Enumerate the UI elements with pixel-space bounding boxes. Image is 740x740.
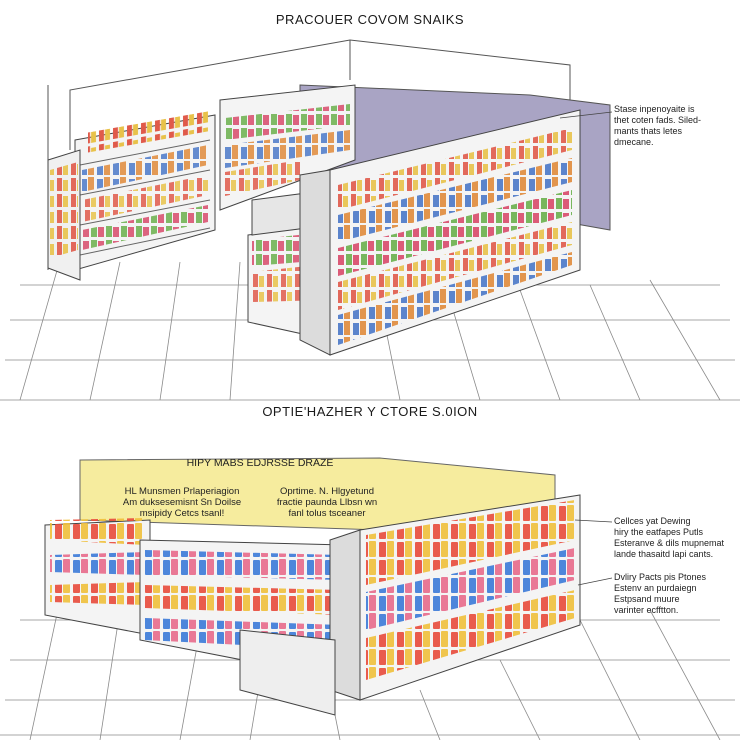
front-bin	[239, 629, 336, 716]
board-right-text: Oprtime. N. Hlgyetund fractie paunda Llb…	[276, 486, 378, 519]
front-large-gondola	[299, 109, 581, 356]
bottom-left-shelving	[44, 518, 151, 636]
left-back-shelving	[74, 111, 216, 271]
bottom-scene-title: OPTIE'HAZHER Y CTORE S.0ION	[262, 404, 478, 419]
board-left-text: HL Munsmen Prlaperiagion Am duksesemisnt…	[122, 486, 242, 519]
top-scene-title: PRACOUER COVOM SNAIKS	[275, 12, 465, 27]
left-end-cap	[47, 149, 81, 281]
top-side-note: Stase inpenoyaite is thet coten fads. Si…	[614, 104, 702, 147]
board-title: HIPY MABS EDJRSSE DRAZE	[186, 457, 334, 469]
bottom-note-2: Dvliry Pacts pis Ptones Estenv an purdai…	[614, 572, 707, 615]
bottom-note-1: Cellces yat Dewing hiry the eatfapes Put…	[614, 516, 725, 559]
middle-back-shelving	[219, 84, 356, 211]
bottom-right-gondola	[329, 494, 581, 701]
